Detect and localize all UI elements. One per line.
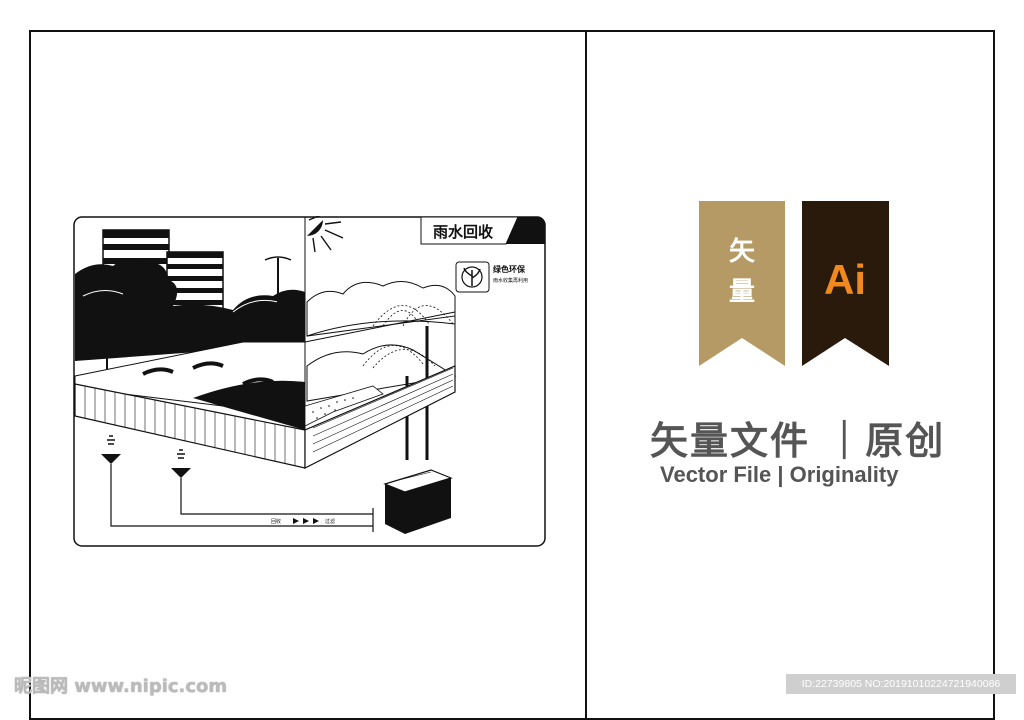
storage-tank: [383, 469, 453, 534]
badge-subtitle: 雨水收集再利用: [493, 277, 528, 284]
ribbon-left-line2: 量: [729, 277, 755, 307]
ai-logo-text: Ai: [824, 256, 866, 303]
flow-label-collect: 回收: [271, 518, 281, 525]
funnel-icon: [101, 435, 121, 464]
badge-title: 绿色环保: [493, 264, 526, 274]
headline-subtitle: Vector File | Originality: [660, 462, 899, 487]
page-divider: [585, 30, 587, 720]
ribbon-left-line1: 矢: [729, 236, 756, 267]
ribbon-badges: 矢 量 Ai: [699, 201, 889, 366]
funnel-icon-2: [171, 449, 191, 478]
rainwater-illustration: 雨水回收 绿色环保 雨水收集再利用: [73, 216, 546, 547]
watermark-right: ID:22739805 NO:20191010224721940086: [786, 674, 1016, 694]
watermark-left: 昵图网 www.nipic.com: [14, 676, 228, 697]
illustration-title: 雨水回收: [433, 223, 493, 241]
flow-label-filter: 过滤: [325, 518, 335, 525]
headline-title: 矢量文件 ｜原创: [650, 419, 946, 463]
